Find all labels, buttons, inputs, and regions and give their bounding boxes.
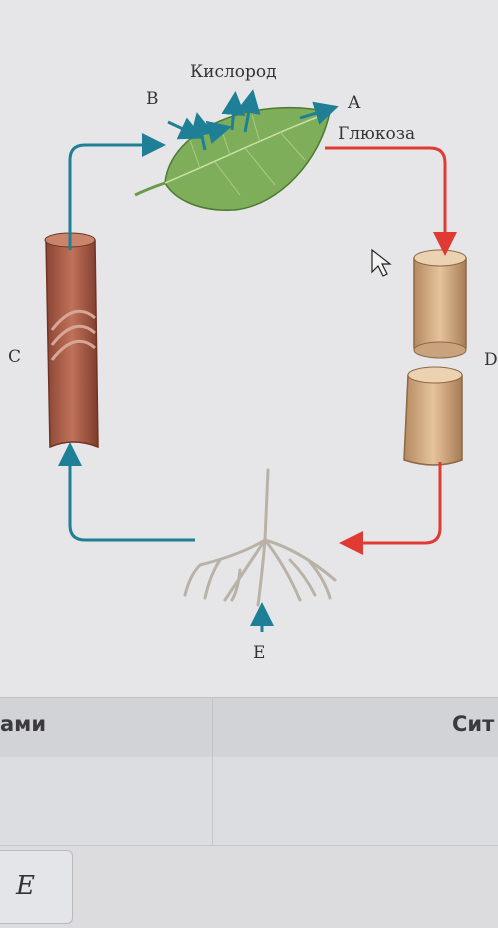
label-a: A bbox=[347, 93, 361, 113]
column-divider bbox=[212, 698, 213, 758]
leaf-gas-arrows bbox=[167, 89, 339, 151]
answer-option-label: E bbox=[16, 871, 35, 901]
sugar-flow-arrows bbox=[325, 146, 457, 555]
table-header-left: ами bbox=[0, 712, 47, 736]
glucose-label: Глюкоза bbox=[338, 124, 415, 144]
label-c: C bbox=[8, 347, 21, 367]
column-divider bbox=[212, 757, 213, 845]
water-flow-arrows bbox=[58, 133, 274, 632]
answer-option-box[interactable]: E bbox=[0, 850, 73, 924]
label-d: D bbox=[484, 350, 498, 370]
label-e: E bbox=[253, 643, 265, 663]
table-header-row: ами Сит bbox=[0, 697, 498, 759]
transport-diagram: Кислород B A Глюкоза C D E bbox=[8, 62, 498, 663]
oxygen-label: Кислород bbox=[190, 62, 277, 82]
phloem-vessel bbox=[403, 249, 467, 466]
mouse-cursor-icon bbox=[371, 248, 392, 277]
table-row bbox=[0, 757, 498, 846]
table-header-right: Сит bbox=[452, 712, 495, 736]
root-system bbox=[183, 468, 337, 607]
label-b: B bbox=[146, 89, 159, 109]
xylem-vessel bbox=[44, 232, 99, 449]
